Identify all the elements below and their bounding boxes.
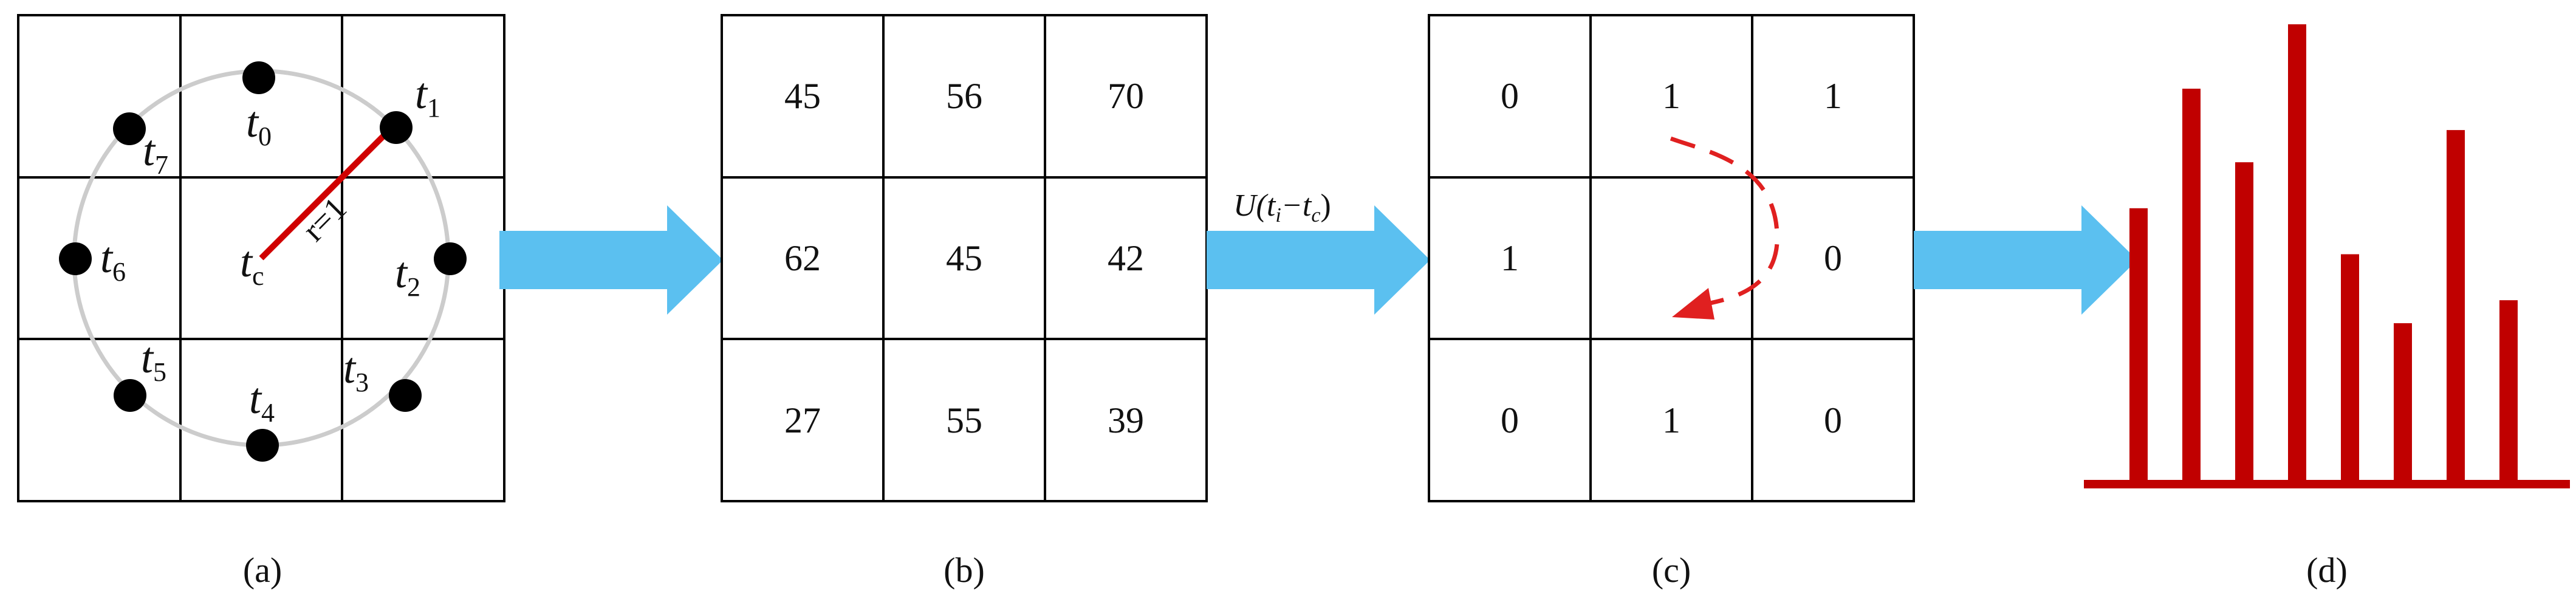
cell-b-0-0: 45 <box>784 76 821 116</box>
cell-c-1-0: 1 <box>1501 238 1519 278</box>
cell-b-2-0: 27 <box>784 400 821 440</box>
panel-b-grid <box>721 14 1208 502</box>
flow-arrow-3 <box>1914 205 2137 315</box>
neighbor-label-t0: t0 <box>246 98 272 151</box>
cell-c-2-1: 1 <box>1662 400 1680 440</box>
neighbor-point-t5 <box>114 379 146 412</box>
cell-c-2-2: 0 <box>1824 400 1842 440</box>
clockwise-dashed-arrow <box>1670 136 1780 306</box>
cell-c-2-0: 0 <box>1501 400 1519 440</box>
neighbor-label-t1: t1 <box>415 69 440 123</box>
cell-b-1-1: 45 <box>946 238 982 278</box>
cell-b-0-2: 70 <box>1108 76 1144 116</box>
neighbor-label-t7: t7 <box>143 126 168 180</box>
histogram-bar-4 <box>2341 254 2359 484</box>
panel-c: 0 1 1 1 0 0 1 0 (c) <box>1428 14 1915 590</box>
panel-d: (d) <box>2084 24 2570 590</box>
histogram-bar-3 <box>2288 24 2306 484</box>
neighbor-label-t5: t5 <box>141 333 166 387</box>
cell-c-0-2: 1 <box>1824 76 1842 116</box>
flow-arrow-1 <box>499 205 723 315</box>
neighbor-label-t3: t3 <box>343 344 369 397</box>
radius-label: r=1 <box>295 190 354 248</box>
cell-c-1-2: 0 <box>1824 238 1842 278</box>
caption-d: (d) <box>2306 550 2348 590</box>
cell-c-0-1: 1 <box>1662 76 1680 116</box>
neighbor-point-t0 <box>242 61 275 94</box>
neighbor-point-t1 <box>380 111 413 144</box>
neighbor-point-t7 <box>113 112 146 145</box>
neighbor-label-t2: t2 <box>395 248 420 302</box>
clockwise-arrowhead <box>1672 288 1714 320</box>
flow-arrow-2 <box>1207 205 1430 315</box>
panel-b: 45 56 70 62 45 42 27 55 39 (b) <box>721 14 1208 590</box>
cell-b-0-1: 56 <box>946 76 982 116</box>
cell-c-0-0: 0 <box>1501 76 1519 116</box>
caption-c: (c) <box>1652 550 1691 590</box>
histogram-bar-5 <box>2394 323 2412 484</box>
histogram-bar-6 <box>2447 130 2465 485</box>
operator-label: U(ti−tc) <box>1233 188 1331 227</box>
center-label: tc <box>240 238 264 291</box>
cell-b-1-2: 42 <box>1108 238 1144 278</box>
neighbor-label-t6: t6 <box>100 233 126 287</box>
cell-b-2-1: 55 <box>946 400 982 440</box>
panel-c-grid <box>1428 14 1915 502</box>
neighbor-point-t3 <box>389 379 422 412</box>
neighbor-point-t4 <box>246 429 279 462</box>
cell-b-2-2: 39 <box>1108 400 1144 440</box>
panel-a: r=1 t0 t1 t2 t3 t4 t5 t6 <box>17 14 505 590</box>
histogram-bar-7 <box>2499 300 2518 484</box>
histogram-bar-2 <box>2235 162 2253 485</box>
cell-b-1-0: 62 <box>784 238 821 278</box>
neighbor-point-t2 <box>434 242 467 275</box>
histogram-bars <box>2129 24 2518 485</box>
histogram-bar-1 <box>2182 88 2201 485</box>
neighbor-point-t6 <box>59 242 92 275</box>
histogram-bar-0 <box>2129 208 2148 484</box>
caption-a: (a) <box>243 550 282 590</box>
caption-b: (b) <box>944 550 985 590</box>
radius-line <box>259 123 396 261</box>
neighbor-label-t4: t4 <box>249 374 275 428</box>
